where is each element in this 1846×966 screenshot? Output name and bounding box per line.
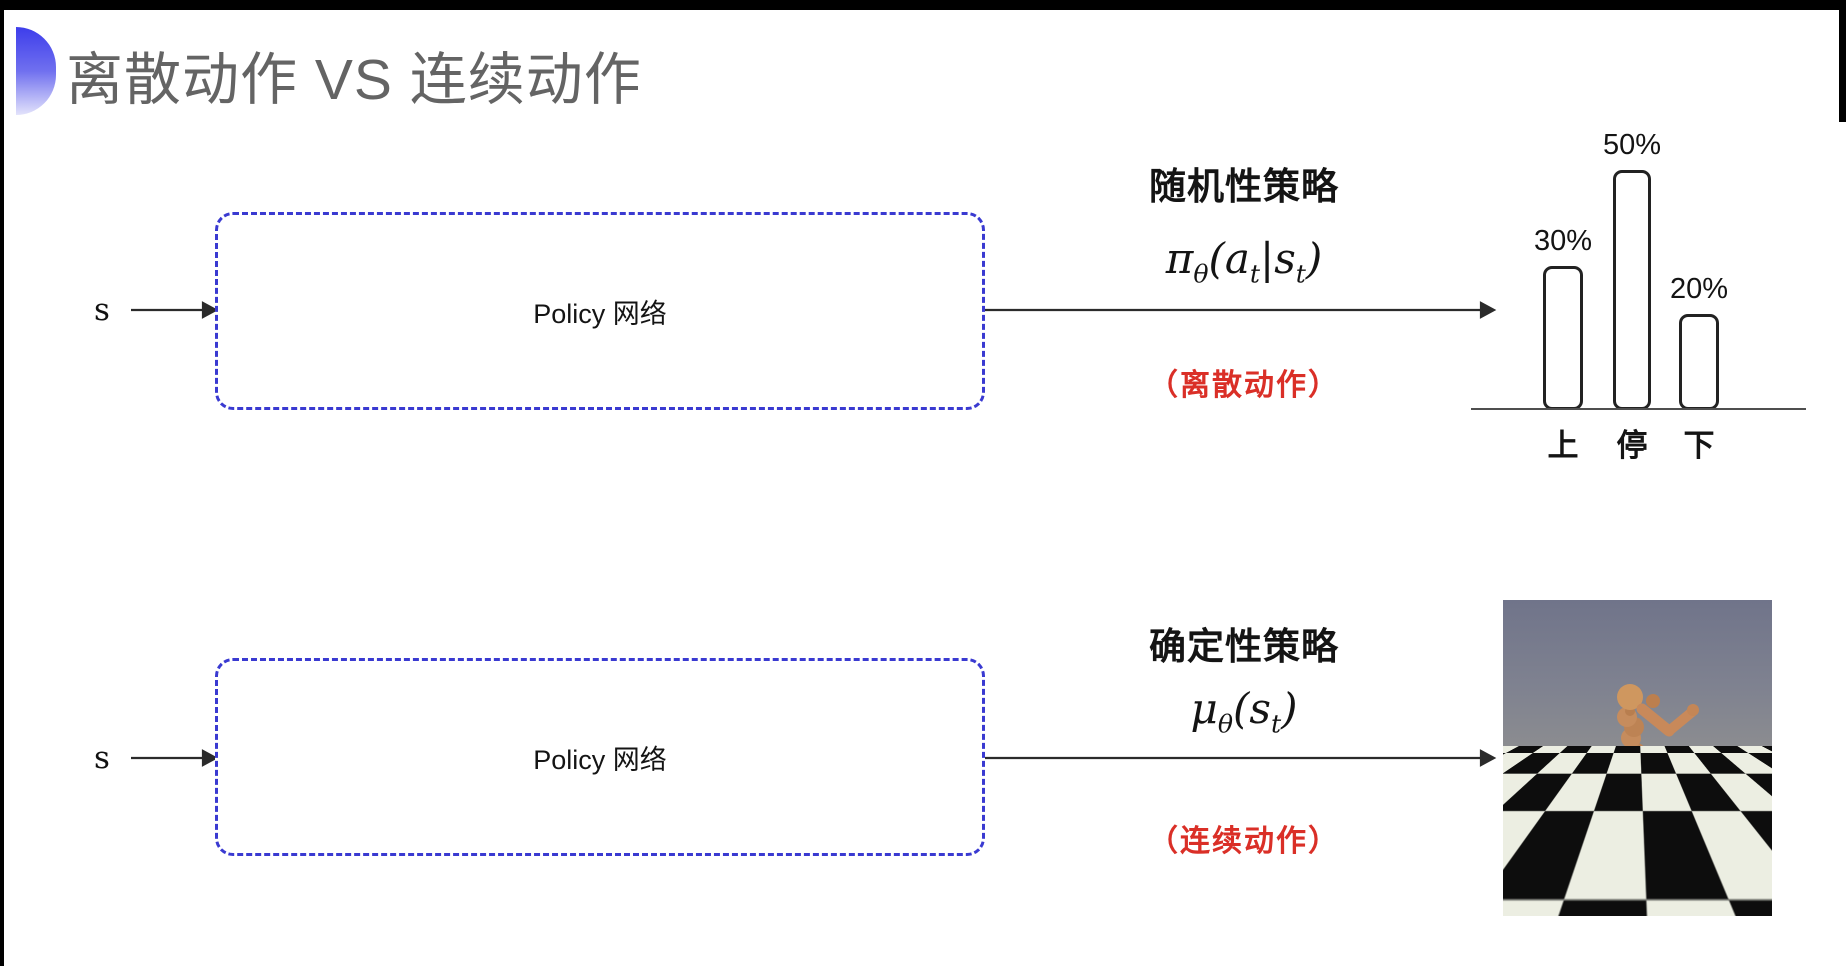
slide: 离散动作 VS 连续动作 s Policy 网络 随机性策略 πθ(at|st)… (4, 10, 1846, 966)
output-arrowhead-2 (1479, 749, 1497, 767)
formula-arg1: s (1249, 684, 1271, 733)
bar-value-label: 50% (1602, 129, 1662, 161)
state-input-label-1: s (94, 292, 110, 328)
formula-close-paren: ) (1281, 684, 1298, 733)
bar-up (1543, 266, 1583, 410)
action-probability-chart: 30% 50% 20% 上 停 下 (1471, 113, 1806, 475)
category-label-up: 上 (1547, 428, 1579, 463)
formula-fn-sub: θ (1193, 259, 1209, 289)
policy-box-label-1: Policy 网络 (533, 298, 667, 329)
deterministic-policy-formula: μθ(st) (1084, 684, 1404, 736)
policy-network-box-2: Policy 网络 (215, 658, 985, 856)
policy-network-box-1: Policy 网络 (215, 212, 985, 410)
formula-close-paren: ) (1305, 234, 1323, 283)
humanoid-simulation-image (1503, 600, 1772, 916)
page-title: 离散动作 VS 连续动作 (66, 48, 642, 112)
formula-fn: μ (1190, 684, 1218, 733)
discrete-action-note: （离散动作） (1148, 369, 1340, 402)
formula-arg2-sub: t (1295, 259, 1306, 289)
deterministic-policy-label: 确定性策略 (1149, 626, 1339, 667)
title-bullet-icon (16, 27, 56, 115)
category-label-stop: 停 (1616, 428, 1648, 463)
formula-open-paren: ( (1233, 684, 1250, 733)
stochastic-policy-label: 随机性策略 (1149, 166, 1339, 207)
bar-stop (1613, 170, 1651, 410)
formula-arg1-sub: t (1249, 259, 1261, 289)
formula-arg1-sub: t (1270, 709, 1282, 739)
formula-fn-sub: θ (1217, 709, 1233, 739)
stochastic-policy-formula: πθ(at|st) (1084, 234, 1404, 286)
formula-bar: | (1260, 234, 1275, 283)
category-label-down: 下 (1683, 428, 1715, 463)
formula-arg2: s (1274, 234, 1296, 283)
formula-open-paren: ( (1208, 234, 1225, 283)
policy-box-label-2: Policy 网络 (533, 744, 667, 775)
bar-value-label: 20% (1669, 273, 1729, 305)
bar-value-label: 30% (1533, 225, 1593, 257)
chart-baseline (1471, 408, 1806, 410)
bar-down (1679, 314, 1719, 410)
formula-fn: π (1165, 234, 1194, 283)
video-frame-notch (1839, 10, 1846, 122)
continuous-action-note: （连续动作） (1148, 825, 1340, 858)
mujoco-humanoid-figure (1576, 684, 1699, 870)
formula-arg1: a (1224, 234, 1250, 283)
state-input-label-2: s (94, 740, 110, 776)
